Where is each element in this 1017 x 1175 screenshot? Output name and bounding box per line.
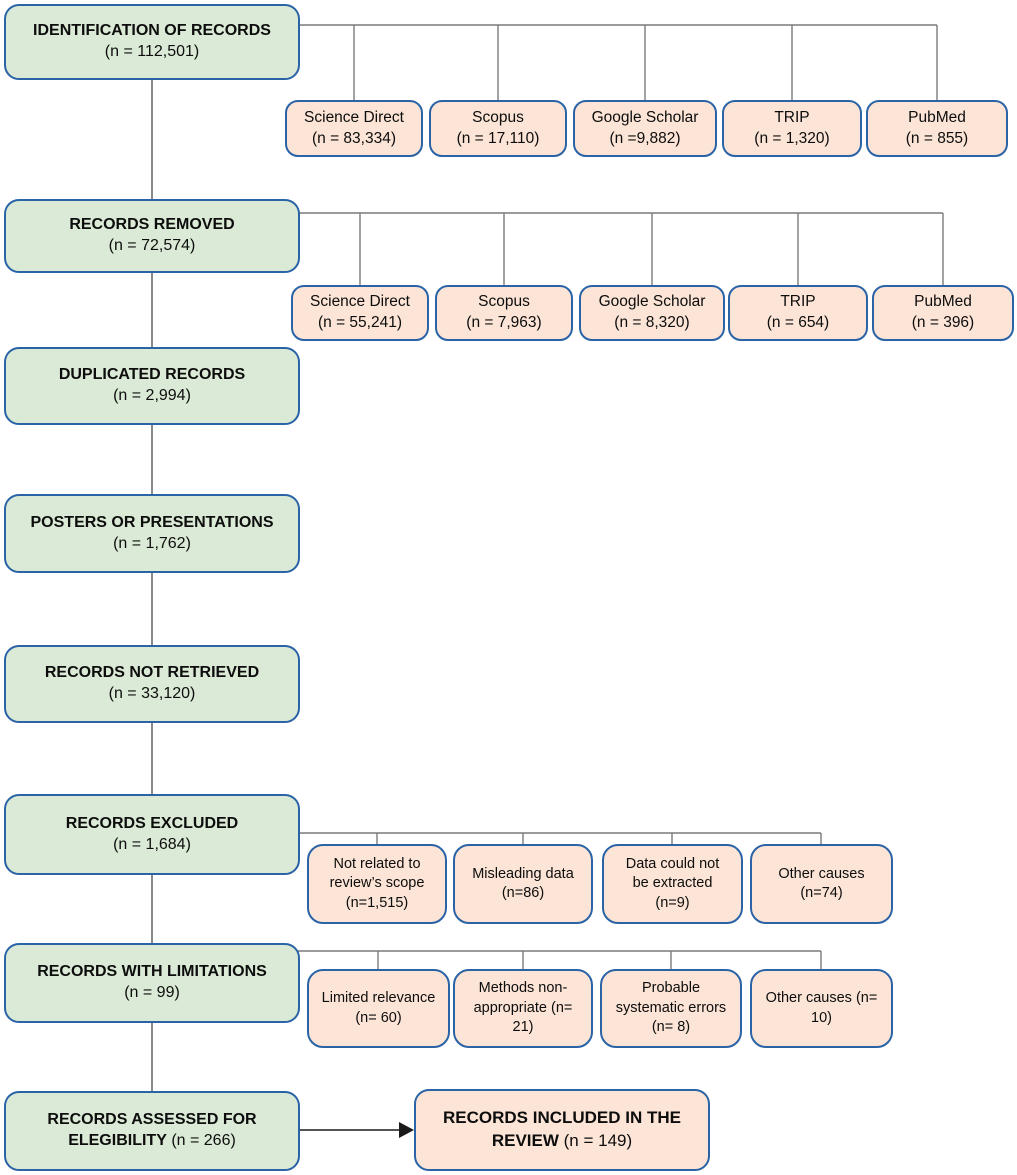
- stage-count: (n = 33,120): [108, 685, 196, 702]
- reason-count: (n= 10): [811, 990, 878, 1026]
- included-arrow-head: [399, 1122, 414, 1138]
- source-removed-pubmed: PubMed (n = 396): [872, 285, 1014, 341]
- stage-title: RECORDS REMOVED: [69, 216, 235, 234]
- source-label: TRIP: [774, 108, 810, 126]
- source-label: Scopus: [472, 108, 524, 126]
- stage-count: (n = 1,762): [113, 534, 191, 552]
- stage-title: POSTERS OR PRESENTATIONS: [30, 513, 274, 531]
- reason-not-related-to-scope: Not related to review’s scope (n=1,515): [307, 844, 447, 924]
- included-count: (n = 149): [563, 1131, 633, 1150]
- reason-probable-systematic-errors: Probable systematic errors (n= 8): [600, 969, 742, 1048]
- limitation-tree: [298, 950, 822, 969]
- stage-count: (n = 1,684): [113, 835, 191, 853]
- reason-misleading-data: Misleading data (n=86): [453, 844, 593, 924]
- stage-count: (n = 266): [171, 1132, 236, 1149]
- removed-tree: [298, 212, 944, 285]
- source-label: Google Scholar: [598, 293, 706, 311]
- stage-records-excluded: RECORDS EXCLUDED (n = 1,684): [4, 794, 300, 875]
- reason-count: (n= 21): [512, 999, 573, 1036]
- stage-records-not-retrieved: RECORDS NOT RETRIEVED (n = 33,120): [4, 645, 300, 723]
- source-identified-scopus: Scopus (n = 17,110): [429, 100, 567, 157]
- reason-label: Data could not be extracted: [625, 855, 720, 892]
- source-count: (n = 17,110): [456, 129, 540, 147]
- source-identified-science-direct: Science Direct (n = 83,334): [285, 100, 423, 157]
- source-removed-science-direct: Science Direct (n = 55,241): [291, 285, 429, 341]
- reason-label: Methods non-appropriate: [473, 980, 568, 1016]
- reason-text: Not related to review’s scope (n=1,515): [321, 855, 433, 913]
- source-count: (n = 396): [911, 314, 975, 331]
- stage-text: RECORDS ASSESSED FOR ELEGIBILITY (n = 26…: [14, 1110, 290, 1152]
- reason-text: Methods non-appropriate (n= 21): [467, 979, 579, 1037]
- identified-tree: [298, 24, 938, 100]
- source-count: (n = 55,241): [317, 314, 403, 331]
- stage-title: DUPLICATED RECORDS: [58, 366, 246, 384]
- reason-label: Misleading data: [472, 865, 574, 882]
- reason-text: Other causes (n= 10): [764, 989, 879, 1028]
- stage-count: (n = 2,994): [113, 387, 191, 404]
- stage-title: RECORDS ASSESSED FOR ELEGIBILITY: [47, 1111, 257, 1149]
- source-count: (n = 1,320): [754, 129, 830, 147]
- stage-title: RECORDS WITH LIMITATIONS: [37, 963, 267, 981]
- reason-label: Other causes: [765, 990, 852, 1007]
- source-label: Scopus: [478, 293, 530, 311]
- source-count: (n = 8,320): [614, 314, 690, 331]
- reason-count: (n=1,515): [345, 894, 409, 911]
- stage-title: RECORDS NOT RETRIEVED: [44, 664, 260, 682]
- stage-count: (n = 72,574): [108, 237, 196, 254]
- reason-label: Other causes: [778, 865, 865, 882]
- source-removed-google-scholar: Google Scholar (n = 8,320): [579, 285, 725, 341]
- reason-count: (n=74): [800, 885, 843, 901]
- reason-label: Limited relevance: [321, 990, 436, 1007]
- included-text: RECORDS INCLUDED IN THE REVIEW (n = 149): [428, 1107, 696, 1153]
- reason-count: (n=9): [655, 894, 690, 911]
- source-label: PubMed: [914, 293, 972, 311]
- reason-data-not-extracted: Data could not be extracted (n=9): [602, 844, 743, 924]
- source-label: PubMed: [908, 108, 966, 126]
- source-removed-scopus: Scopus (n = 7,963): [435, 285, 573, 341]
- stage-title: IDENTIFICATION OF RECORDS: [33, 22, 271, 40]
- source-removed-trip: TRIP (n = 654): [728, 285, 868, 341]
- stage-records-removed: RECORDS REMOVED (n = 72,574): [4, 199, 300, 273]
- reason-other-causes-limitations: Other causes (n= 10): [750, 969, 893, 1048]
- source-count: (n = 855): [905, 129, 969, 147]
- reason-text: Other causes (n=74): [764, 865, 879, 904]
- records-included-in-review: RECORDS INCLUDED IN THE REVIEW (n = 149): [414, 1089, 710, 1171]
- reason-limited-relevance: Limited relevance (n= 60): [307, 969, 450, 1048]
- stage-duplicated-records: DUPLICATED RECORDS (n = 2,994): [4, 347, 300, 425]
- source-identified-pubmed: PubMed (n = 855): [866, 100, 1008, 157]
- reason-text: Limited relevance (n= 60): [321, 989, 436, 1028]
- reason-methods-non-appropriate: Methods non-appropriate (n= 21): [453, 969, 593, 1048]
- stage-count: (n = 112,501): [104, 43, 200, 60]
- exclusion-tree: [298, 832, 822, 844]
- source-count: (n = 7,963): [466, 314, 542, 331]
- source-label: Science Direct: [304, 108, 404, 126]
- stage-identification-of-records: IDENTIFICATION OF RECORDS (n = 112,501): [4, 4, 300, 80]
- reason-other-causes-excluded: Other causes (n=74): [750, 844, 893, 924]
- stage-count: (n = 99): [124, 984, 180, 1001]
- source-count: (n =9,882): [609, 129, 681, 147]
- source-count: (n = 83,334): [311, 129, 397, 147]
- reason-count: (n= 60): [355, 1009, 402, 1026]
- stage-records-assessed-for-eligibility: RECORDS ASSESSED FOR ELEGIBILITY (n = 26…: [4, 1091, 300, 1171]
- stage-title: RECORDS EXCLUDED: [65, 814, 239, 832]
- reason-text: Misleading data (n=86): [467, 865, 579, 904]
- source-identified-google-scholar: Google Scholar (n =9,882): [573, 100, 717, 157]
- reason-count: (n=86): [501, 885, 545, 901]
- reason-label: Not related to review’s scope: [329, 855, 425, 892]
- source-label: Science Direct: [310, 293, 410, 311]
- stage-posters-or-presentations: POSTERS OR PRESENTATIONS (n = 1,762): [4, 494, 300, 573]
- source-label: Google Scholar: [591, 108, 699, 126]
- stage-records-with-limitations: RECORDS WITH LIMITATIONS (n = 99): [4, 943, 300, 1023]
- reason-text: Data could not be extracted (n=9): [616, 855, 729, 913]
- included-title: RECORDS INCLUDED IN THE REVIEW: [442, 1108, 681, 1150]
- reason-count: (n= 8): [651, 1019, 691, 1036]
- reason-text: Probable systematic errors (n= 8): [614, 979, 728, 1037]
- source-count: (n = 654): [766, 314, 830, 331]
- reason-label: Probable systematic errors: [615, 980, 727, 1016]
- source-label: TRIP: [780, 293, 816, 311]
- source-identified-trip: TRIP (n = 1,320): [722, 100, 862, 157]
